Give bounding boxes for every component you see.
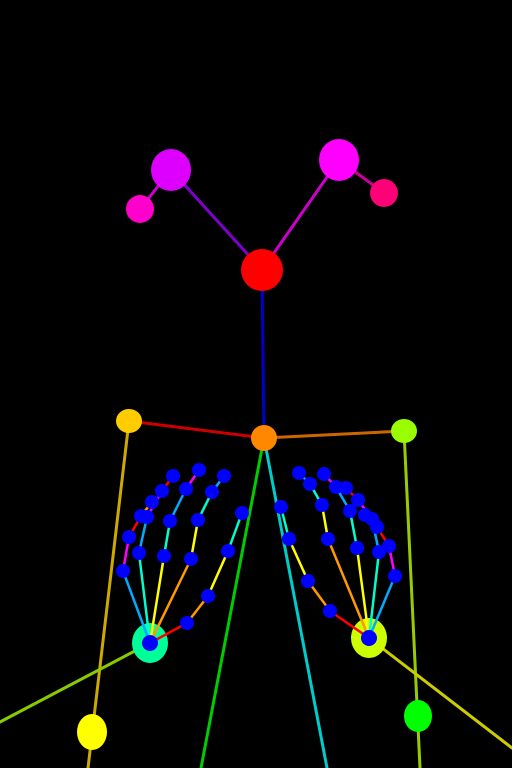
nose-joint <box>241 249 283 291</box>
hand-left-finger-1-keypoint-4 <box>274 500 288 514</box>
hand-right-finger-3-keypoint-2 <box>163 514 177 528</box>
hand-left-finger-3-bone-1 <box>355 546 371 640</box>
ear-left-joint <box>370 179 398 207</box>
hand-right-finger-2-keypoint-1 <box>184 552 198 566</box>
hand-right-finger-3-keypoint-4 <box>192 463 206 477</box>
hand-left-finger-3-keypoint-2 <box>343 504 357 518</box>
hand-left-finger-2-bone-1 <box>326 537 371 640</box>
hand-right-finger-1-keypoint-4 <box>235 506 249 520</box>
hand-left-finger-5-bone-1 <box>367 574 397 640</box>
bone-torso-left <box>262 436 329 768</box>
hand-right-finger-5-bone-1 <box>121 569 152 645</box>
hand-right-finger-5-keypoint-4 <box>145 495 159 509</box>
hand-right-finger-1-keypoint-1 <box>180 616 194 630</box>
neck-joint <box>251 425 277 451</box>
hand-right-finger-2-keypoint-2 <box>191 513 205 527</box>
hand-left-finger-5-keypoint-4 <box>358 508 372 522</box>
eye-left-joint <box>319 139 359 181</box>
hand-left-finger-5-keypoint-1 <box>388 569 402 583</box>
hand-right-finger-3-keypoint-1 <box>157 549 171 563</box>
hand-right-finger-3-bone-1 <box>148 554 166 645</box>
hand-right-finger-4-keypoint-3 <box>155 484 169 498</box>
hand-left-finger-4-bone-1 <box>367 550 381 640</box>
hand-right-finger-5-keypoint-2 <box>122 530 136 544</box>
hand-right-finger-5-keypoint-1 <box>116 564 130 578</box>
bone-head-left <box>169 168 264 272</box>
elbow-left-joint <box>404 700 432 732</box>
hand-left-finger-1-keypoint-2 <box>301 574 315 588</box>
bone-forearm-left <box>367 636 512 750</box>
hand-right-finger-1-keypoint-2 <box>201 589 215 603</box>
hand-right-finger-2-bone-1 <box>148 557 193 645</box>
bone-upper-arm-right <box>86 419 131 768</box>
bone-neck <box>260 268 266 440</box>
ear-right-joint <box>126 195 154 223</box>
hand-right-wrist-keypoint <box>142 635 158 651</box>
bone-shoulder-left <box>262 429 406 440</box>
hand-left-finger-3-keypoint-4 <box>317 467 331 481</box>
hand-right-finger-1-bone-3 <box>206 549 230 598</box>
bone-forearm-right <box>0 641 152 724</box>
bone-torso-right <box>199 436 266 768</box>
hand-left-wrist-keypoint <box>361 630 377 646</box>
hand-left-finger-4-keypoint-3 <box>351 493 365 507</box>
hand-left-finger-5-keypoint-3 <box>370 520 384 534</box>
hand-left-finger-2-keypoint-3 <box>303 477 317 491</box>
hand-right-finger-4-keypoint-4 <box>166 469 180 483</box>
hand-right-finger-1-keypoint-3 <box>221 544 235 558</box>
hand-left-finger-3-keypoint-1 <box>350 541 364 555</box>
hand-left-finger-1-bone-3 <box>287 537 310 583</box>
hand-left-finger-2-keypoint-2 <box>315 498 329 512</box>
hand-left-finger-2-keypoint-1 <box>321 532 335 546</box>
hand-left-finger-1-keypoint-3 <box>282 532 296 546</box>
elbow-right-joint <box>77 714 107 750</box>
eye-right-joint <box>151 149 191 191</box>
hand-left-finger-4-keypoint-4 <box>339 481 353 495</box>
hand-right-finger-4-bone-1 <box>137 551 152 645</box>
hand-left-finger-1-keypoint-1 <box>323 604 337 618</box>
bone-shoulder-right <box>127 419 266 440</box>
hand-right-finger-2-keypoint-4 <box>217 469 231 483</box>
shoulder-right-joint <box>116 409 142 433</box>
hand-right-finger-3-keypoint-3 <box>179 482 193 496</box>
hand-right-finger-2-keypoint-3 <box>205 485 219 499</box>
hand-right-finger-4-keypoint-1 <box>132 546 146 560</box>
shoulder-left-joint <box>391 419 417 443</box>
hand-left-finger-5-keypoint-2 <box>382 539 396 553</box>
bone-head-right <box>260 158 341 272</box>
hand-left-finger-2-keypoint-4 <box>292 466 306 480</box>
hand-right-finger-5-keypoint-3 <box>134 509 148 523</box>
